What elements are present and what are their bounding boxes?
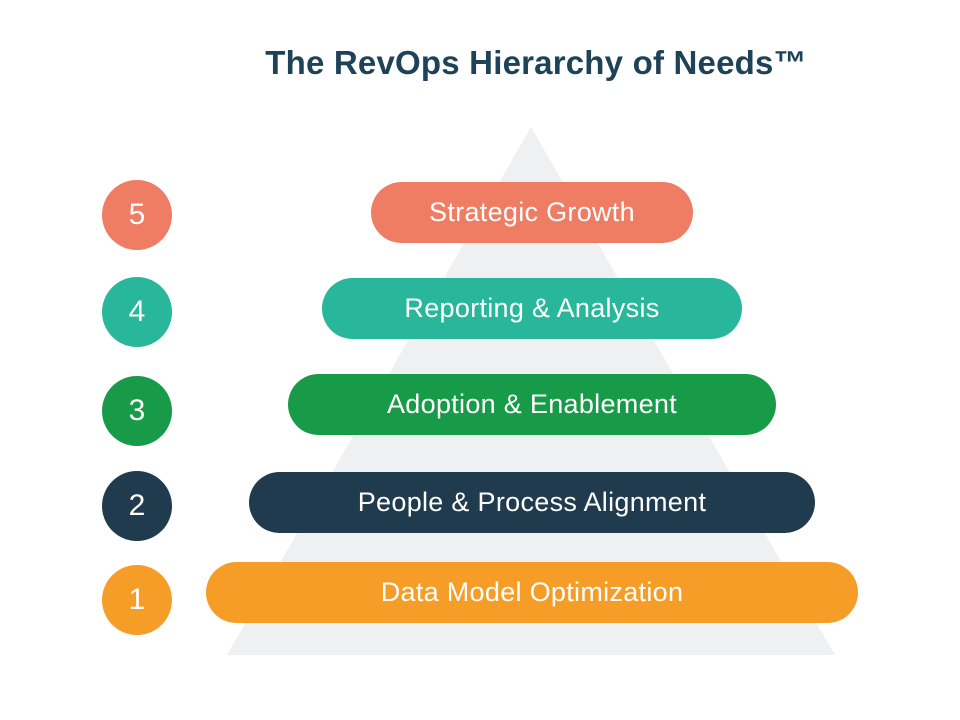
level-3-number-badge: 3 — [102, 376, 172, 446]
level-1-number-badge: 1 — [102, 565, 172, 635]
level-4-number-badge: 4 — [102, 277, 172, 347]
level-1-bar: Data Model Optimization — [206, 562, 858, 623]
level-2-bar: People & Process Alignment — [249, 472, 815, 533]
page-title: The RevOps Hierarchy of Needs™ — [265, 44, 807, 81]
level-2-number-badge: 2 — [102, 471, 172, 541]
level-5-number-badge: 5 — [102, 180, 172, 250]
level-5-bar: Strategic Growth — [371, 182, 693, 243]
level-4-bar: Reporting & Analysis — [322, 278, 742, 339]
level-3-bar: Adoption & Enablement — [288, 374, 776, 435]
